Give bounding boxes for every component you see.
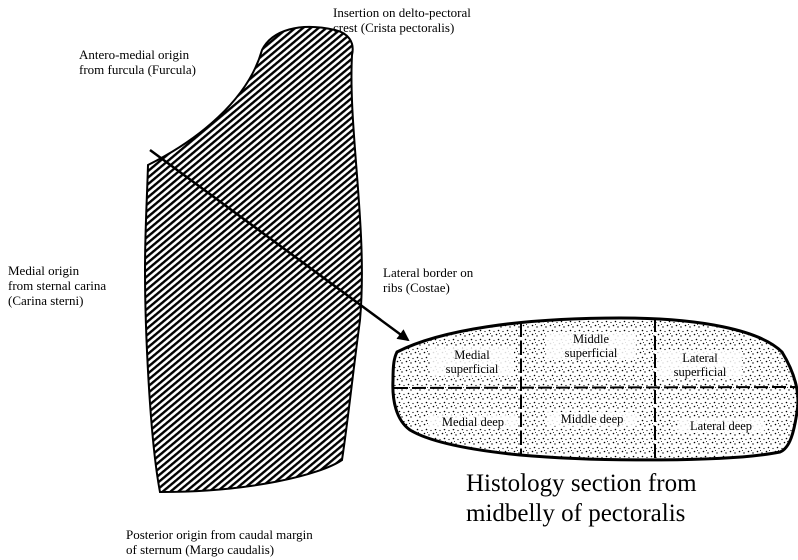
insertion-label-line: crest (Crista pectoralis) (333, 20, 471, 35)
segment-label-line: superficial (432, 362, 512, 376)
segment-lateral-deep: Lateral deep (678, 419, 764, 433)
lateral-border-label: Lateral border on ribs (Costae) (383, 265, 473, 295)
antero-medial-label-line: from furcula (Furcula) (79, 62, 196, 77)
segment-label-line: Middle (548, 332, 634, 346)
insertion-label: Insertion on delto-pectoral crest (Crist… (333, 5, 471, 35)
segment-label-line: Lateral deep (680, 419, 762, 433)
antero-medial-label-line: Antero-medial origin (79, 47, 196, 62)
posterior-origin-label: Posterior origin from caudal margin of s… (126, 527, 313, 557)
segment-label-line: Middle deep (549, 412, 635, 426)
segment-label-line: superficial (660, 365, 740, 379)
lateral-border-label-line: ribs (Costae) (383, 280, 473, 295)
insertion-label-line: Insertion on delto-pectoral (333, 5, 471, 20)
segment-lateral-superficial: Lateral superficial (658, 351, 742, 379)
medial-origin-label-line: (Carina sterni) (8, 293, 106, 308)
segment-label-line: Medial deep (430, 415, 516, 429)
posterior-origin-label-line: Posterior origin from caudal margin (126, 527, 313, 542)
posterior-origin-label-line: of sternum (Margo caudalis) (126, 542, 313, 557)
medial-origin-label: Medial origin from sternal carina (Carin… (8, 263, 106, 308)
pectoralis-muscle (145, 27, 362, 492)
caption-line: midbelly of pectoralis (466, 499, 697, 529)
segment-medial-superficial: Medial superficial (430, 348, 514, 376)
segment-label-line: superficial (548, 346, 634, 360)
section-horizontal-divider (394, 387, 797, 388)
segment-label-line: Medial (432, 348, 512, 362)
segment-medial-deep: Medial deep (428, 415, 518, 429)
lateral-border-label-line: Lateral border on (383, 265, 473, 280)
segment-middle-deep: Middle deep (547, 412, 637, 426)
medial-origin-label-line: Medial origin (8, 263, 106, 278)
segment-label-line: Lateral (660, 351, 740, 365)
segment-middle-superficial: Middle superficial (546, 332, 636, 360)
medial-origin-label-line: from sternal carina (8, 278, 106, 293)
antero-medial-origin-label: Antero-medial origin from furcula (Furcu… (79, 47, 196, 77)
caption-line: Histology section from (466, 469, 697, 499)
section-caption: Histology section from midbelly of pecto… (466, 469, 697, 529)
